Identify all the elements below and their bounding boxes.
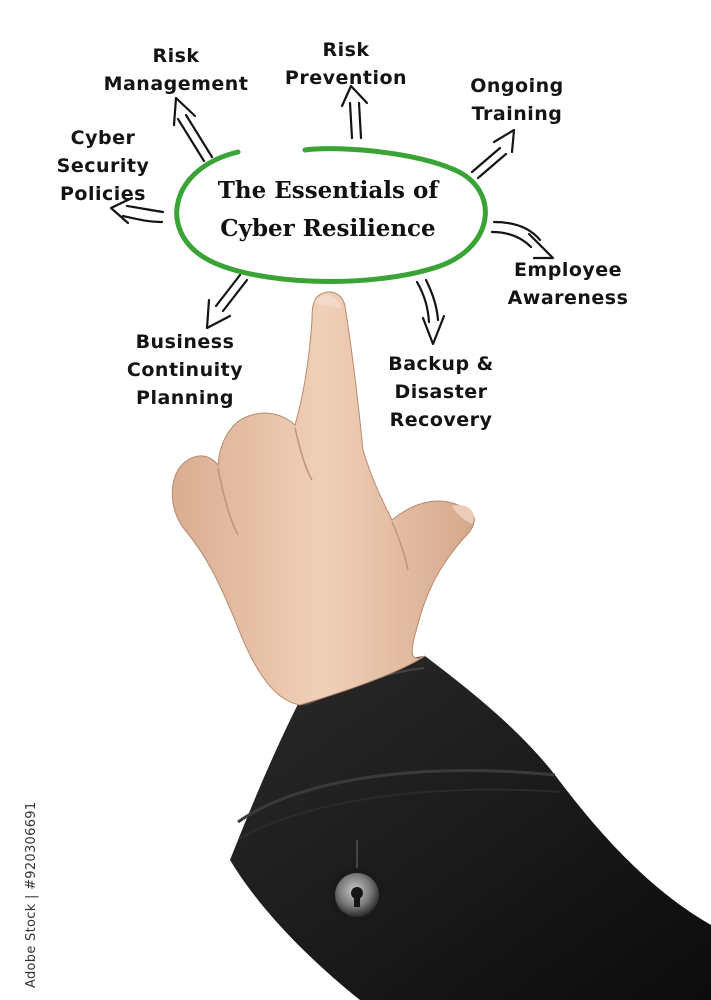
node-risk-management: Risk Management [88, 42, 264, 98]
node-line: Cyber [48, 124, 158, 152]
node-line: Continuity [112, 356, 258, 384]
node-risk-prevention: Risk Prevention [268, 36, 424, 92]
node-line: Policies [48, 180, 158, 208]
node-line: Management [88, 70, 264, 98]
node-line: Risk [268, 36, 424, 64]
node-line: Business [112, 328, 258, 356]
node-cyber-security-policies: Cyber Security Policies [48, 124, 158, 208]
arrow-risk-prevention [342, 86, 367, 138]
node-line: Risk [88, 42, 264, 70]
node-line: Prevention [268, 64, 424, 92]
jacket-sleeve [230, 656, 711, 1000]
node-line: Backup & [370, 350, 512, 378]
node-line: Recovery [370, 406, 512, 434]
arrow-employee-awareness [492, 222, 553, 258]
node-business-continuity: Business Continuity Planning [112, 328, 258, 412]
title-line-1: The Essentials of [170, 172, 486, 210]
node-line: Security [48, 152, 158, 180]
node-line: Planning [112, 384, 258, 412]
arrow-risk-management [174, 98, 212, 161]
stock-id-text: Adobe Stock | #920306691 [24, 802, 39, 988]
node-line: Disaster [370, 378, 512, 406]
diagram-title: The Essentials of Cyber Resilience [170, 172, 486, 248]
arrow-business-continuity [207, 275, 247, 328]
node-line: Awareness [498, 284, 638, 312]
node-backup-recovery: Backup & Disaster Recovery [370, 350, 512, 434]
title-line-2: Cyber Resilience [170, 210, 486, 248]
node-line: Employee [498, 256, 638, 284]
node-ongoing-training: Ongoing Training [452, 72, 582, 128]
arrow-backup-recovery [417, 280, 444, 344]
node-employee-awareness: Employee Awareness [498, 256, 638, 312]
arrow-ongoing-training [472, 130, 514, 178]
node-line: Ongoing [452, 72, 582, 100]
node-line: Training [452, 100, 582, 128]
